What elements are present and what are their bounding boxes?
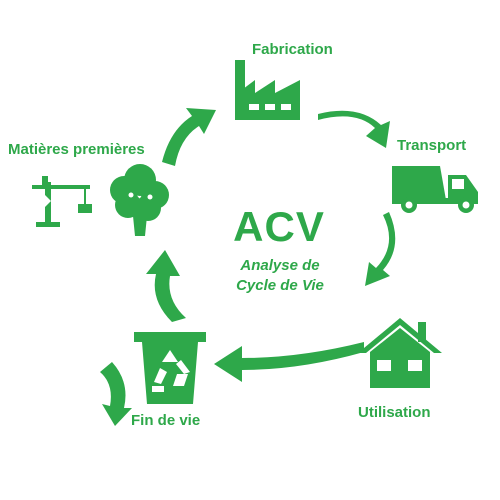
center-title: ACV — [233, 203, 325, 250]
factory-icon — [235, 60, 300, 120]
house-icon — [358, 318, 442, 388]
recycle-bin-icon — [134, 332, 206, 404]
center-subtitle-line1: Analyse de — [240, 257, 320, 274]
crane-icon — [32, 176, 92, 227]
label-fabrication: Fabrication — [252, 41, 333, 58]
tree-icon — [110, 164, 169, 236]
arrow-fin-de-vie-to-matieres — [146, 250, 186, 322]
label-utilisation: Utilisation — [358, 404, 431, 421]
label-transport: Transport — [397, 137, 467, 154]
arrow-transport-to-utilisation — [365, 212, 396, 286]
arrow-fabrication-to-transport — [318, 110, 390, 148]
truck-icon — [392, 166, 478, 213]
arrow-fin-de-vie-exit — [100, 362, 132, 426]
center-subtitle-line2: Cycle de Vie — [236, 277, 324, 294]
arrow-utilisation-to-fin-de-vie — [214, 342, 364, 382]
label-matieres-premieres: Matières premières — [8, 141, 145, 158]
label-fin-de-vie: Fin de vie — [131, 412, 201, 429]
arrow-matieres-to-fabrication — [162, 108, 216, 166]
